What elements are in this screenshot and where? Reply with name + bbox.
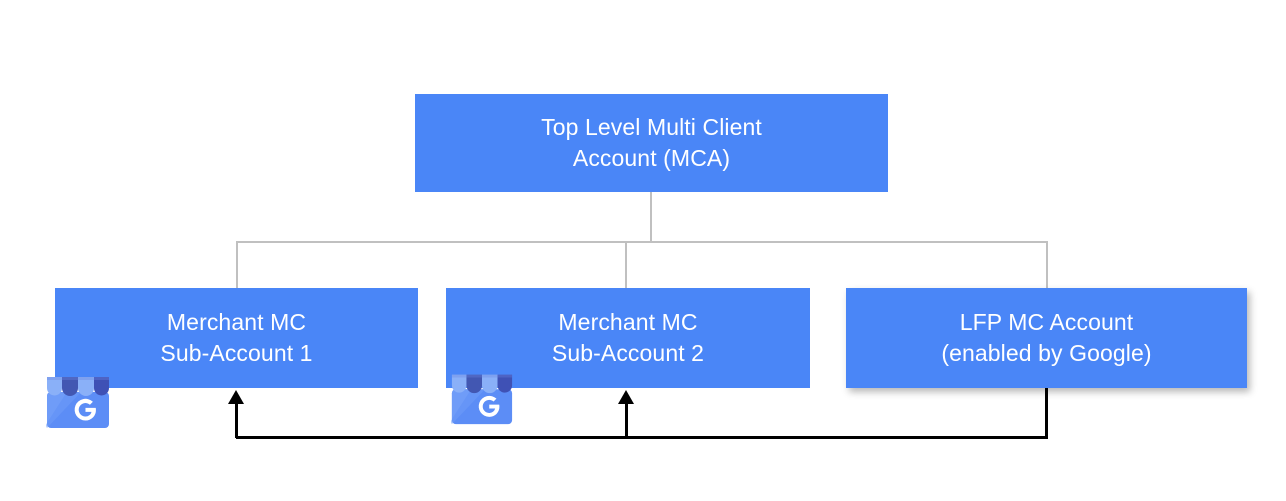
connector-horizontal-bus bbox=[236, 241, 1048, 243]
feedback-connector-from-lfp bbox=[1045, 388, 1048, 438]
node-lfp-mc-account[interactable]: LFP MC Account (enabled by Google) bbox=[846, 288, 1247, 388]
node-top-level-mca[interactable]: Top Level Multi Client Account (MCA) bbox=[415, 94, 888, 192]
node-merchant-sub-account-2-label: Merchant MC Sub-Account 2 bbox=[551, 309, 705, 366]
node-top-level-mca-label: Top Level Multi Client Account (MCA) bbox=[541, 114, 762, 171]
google-business-store-icon bbox=[443, 363, 521, 429]
arrowhead-up-sub-account-1 bbox=[228, 390, 244, 404]
connector-drop-to-sub-account-1 bbox=[236, 241, 238, 289]
feedback-connector-to-sub-account-2 bbox=[625, 398, 628, 438]
connector-mca-stem bbox=[650, 192, 652, 243]
connector-drop-to-lfp-account bbox=[1046, 241, 1048, 289]
arrowhead-up-sub-account-2 bbox=[618, 390, 634, 404]
feedback-connector-to-sub-account-1 bbox=[235, 398, 238, 438]
node-merchant-sub-account-1-label: Merchant MC Sub-Account 1 bbox=[160, 309, 313, 366]
node-merchant-sub-account-2[interactable]: Merchant MC Sub-Account 2 bbox=[446, 288, 810, 388]
feedback-connector-horizontal bbox=[236, 436, 1048, 439]
node-lfp-mc-account-label: LFP MC Account (enabled by Google) bbox=[941, 309, 1152, 366]
node-merchant-sub-account-1[interactable]: Merchant MC Sub-Account 1 bbox=[55, 288, 418, 388]
google-business-store-icon bbox=[38, 365, 118, 433]
connector-drop-to-sub-account-2 bbox=[625, 241, 627, 289]
